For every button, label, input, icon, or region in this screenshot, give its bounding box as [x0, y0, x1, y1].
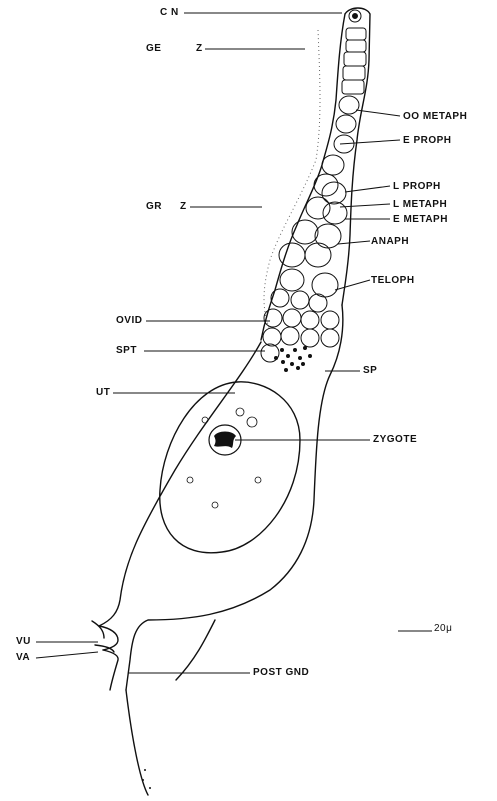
label-ge: GE — [146, 43, 161, 55]
posterior-dots — [142, 769, 151, 789]
label-anaph: ANAPH — [371, 236, 409, 248]
label-cn: C N — [160, 7, 179, 19]
sperm-cluster — [274, 346, 312, 372]
scale-bar-label: 20μ — [434, 623, 452, 635]
label-zygote: ZYGOTE — [373, 434, 417, 446]
label-spt: SPT — [116, 345, 137, 357]
label-post-gnd: POST GND — [253, 667, 309, 679]
label-l-proph: L PROPH — [393, 181, 441, 193]
leader-lines — [36, 13, 432, 673]
label-vu: VU — [16, 636, 31, 648]
label-l-metaph: L METAPH — [393, 199, 447, 211]
zygote-nucleus — [187, 408, 261, 508]
label-gr: GR — [146, 201, 162, 213]
label-va: VA — [16, 652, 30, 664]
label-e-metaph: E METAPH — [393, 214, 448, 226]
label-e-proph: E PROPH — [403, 135, 452, 147]
label-teloph: TELOPH — [371, 275, 415, 287]
label-sp: SP — [363, 365, 377, 377]
gonad-outline — [92, 8, 370, 795]
label-gr-z: Z — [180, 201, 187, 213]
label-ge-z: Z — [196, 43, 203, 55]
label-ut: UT — [96, 387, 110, 399]
label-oo-metaph: OO METAPH — [403, 111, 467, 123]
label-ovid: OVID — [116, 315, 142, 327]
